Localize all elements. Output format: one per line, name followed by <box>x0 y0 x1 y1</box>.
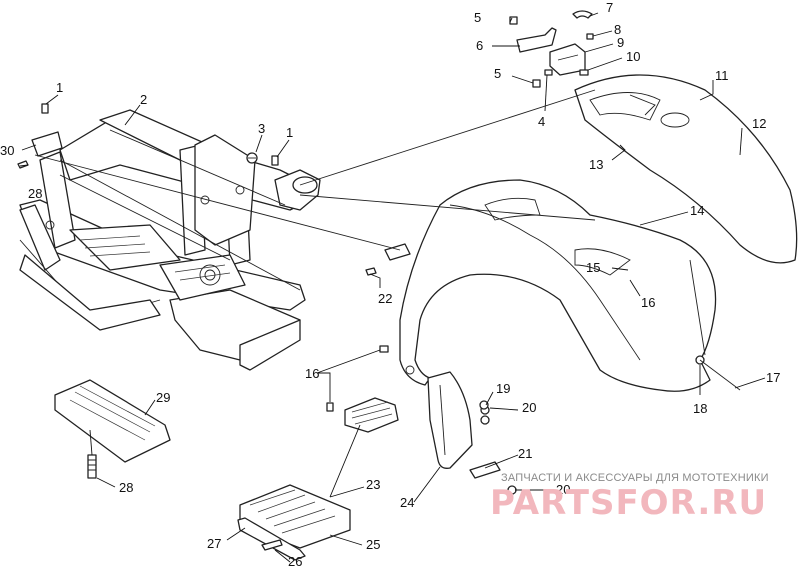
watermark-brand: PARTSFOR.RU <box>490 483 767 523</box>
callout-17: 17 <box>766 370 780 385</box>
atv-frame <box>17 103 321 371</box>
callout-7: 7 <box>606 0 613 15</box>
callout-25: 25 <box>366 537 380 552</box>
front-fender <box>365 179 717 392</box>
callout-29: 29 <box>156 390 170 405</box>
skid-plate <box>54 379 171 479</box>
callout-2: 2 <box>140 92 147 107</box>
callout-20b: 20 <box>556 482 570 497</box>
callout-22: 22 <box>378 291 392 306</box>
callout-14: 14 <box>690 203 704 218</box>
callout-28a: 28 <box>28 186 42 201</box>
callout-6: 6 <box>476 38 483 53</box>
leader-lines <box>19 12 766 563</box>
footrest-assembly <box>237 345 517 561</box>
callout-26: 26 <box>288 554 302 569</box>
callout-3: 3 <box>258 121 265 136</box>
callout-12: 12 <box>752 116 766 131</box>
callout-16a: 16 <box>641 295 655 310</box>
callout-11: 11 <box>715 68 729 83</box>
callout-27: 27 <box>207 536 221 551</box>
callout-28b: 28 <box>119 480 133 495</box>
callout-20a: 20 <box>522 400 536 415</box>
callout-labels: 1 2 3 1 30 28 5 7 8 6 9 10 5 11 4 12 13 … <box>0 0 780 569</box>
watermark: ЗАПЧАСТИ И АКСЕССУАРЫ ДЛЯ МОТОТЕХНИКИ PA… <box>490 472 769 523</box>
callout-10: 10 <box>626 49 640 64</box>
callout-8: 8 <box>614 22 621 37</box>
callout-1a: 1 <box>56 80 63 95</box>
callout-4: 4 <box>538 114 545 129</box>
callout-5b: 5 <box>494 66 501 81</box>
callout-16b: 16 <box>305 366 319 381</box>
rear-fender <box>574 74 798 264</box>
callout-9: 9 <box>617 35 624 50</box>
mud-flap <box>427 371 501 479</box>
callout-5a: 5 <box>474 10 481 25</box>
callout-18: 18 <box>693 401 707 416</box>
callout-15: 15 <box>586 260 600 275</box>
callout-13: 13 <box>589 157 603 172</box>
watermark-subtitle: ЗАПЧАСТИ И АКСЕССУАРЫ ДЛЯ МОТОТЕХНИКИ <box>501 472 769 484</box>
callout-24: 24 <box>400 495 414 510</box>
callout-30: 30 <box>0 143 14 158</box>
callout-1b: 1 <box>286 125 293 140</box>
callout-23: 23 <box>366 477 380 492</box>
callout-19: 19 <box>496 381 510 396</box>
callout-21: 21 <box>518 446 532 461</box>
rear-bracket-assembly <box>509 10 594 88</box>
